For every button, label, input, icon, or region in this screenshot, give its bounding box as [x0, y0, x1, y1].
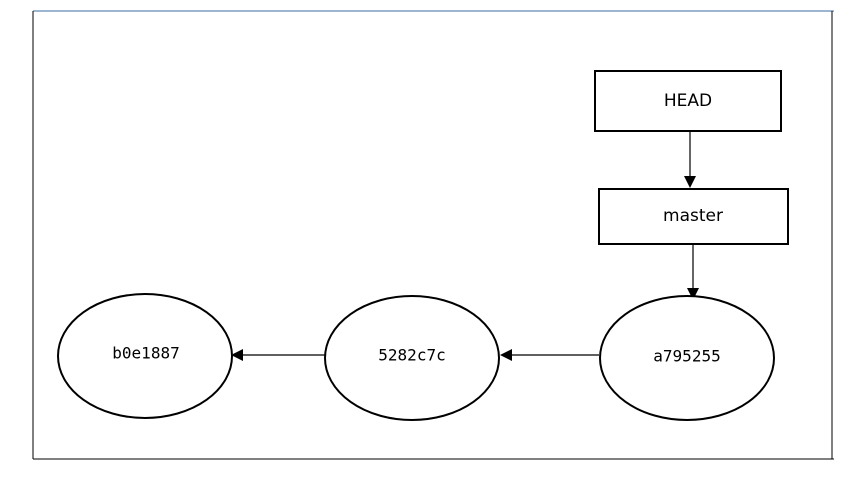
head-ref-box: HEAD: [594, 70, 782, 132]
commit-node-a795255: a795255: [599, 295, 775, 421]
arrow-master-to-commit: [687, 244, 699, 300]
diagram-frame: [32, 10, 834, 460]
master-branch-box: master: [598, 188, 789, 245]
commit-node-b0e1887: b0e1887: [57, 293, 233, 419]
arrow-5282c7c-to-b0e1887: [231, 349, 325, 361]
commit-node-5282c7c: 5282c7c: [324, 295, 500, 421]
commit-hash-label: 5282c7c: [378, 346, 445, 365]
commit-hash-label: a795255: [653, 347, 720, 366]
arrow-head-to-master: [684, 131, 696, 188]
commit-hash-label: b0e1887: [112, 344, 179, 363]
master-branch-label: master: [663, 206, 723, 226]
head-ref-label: HEAD: [664, 91, 712, 111]
arrow-a795255-to-5282c7c: [500, 349, 599, 361]
